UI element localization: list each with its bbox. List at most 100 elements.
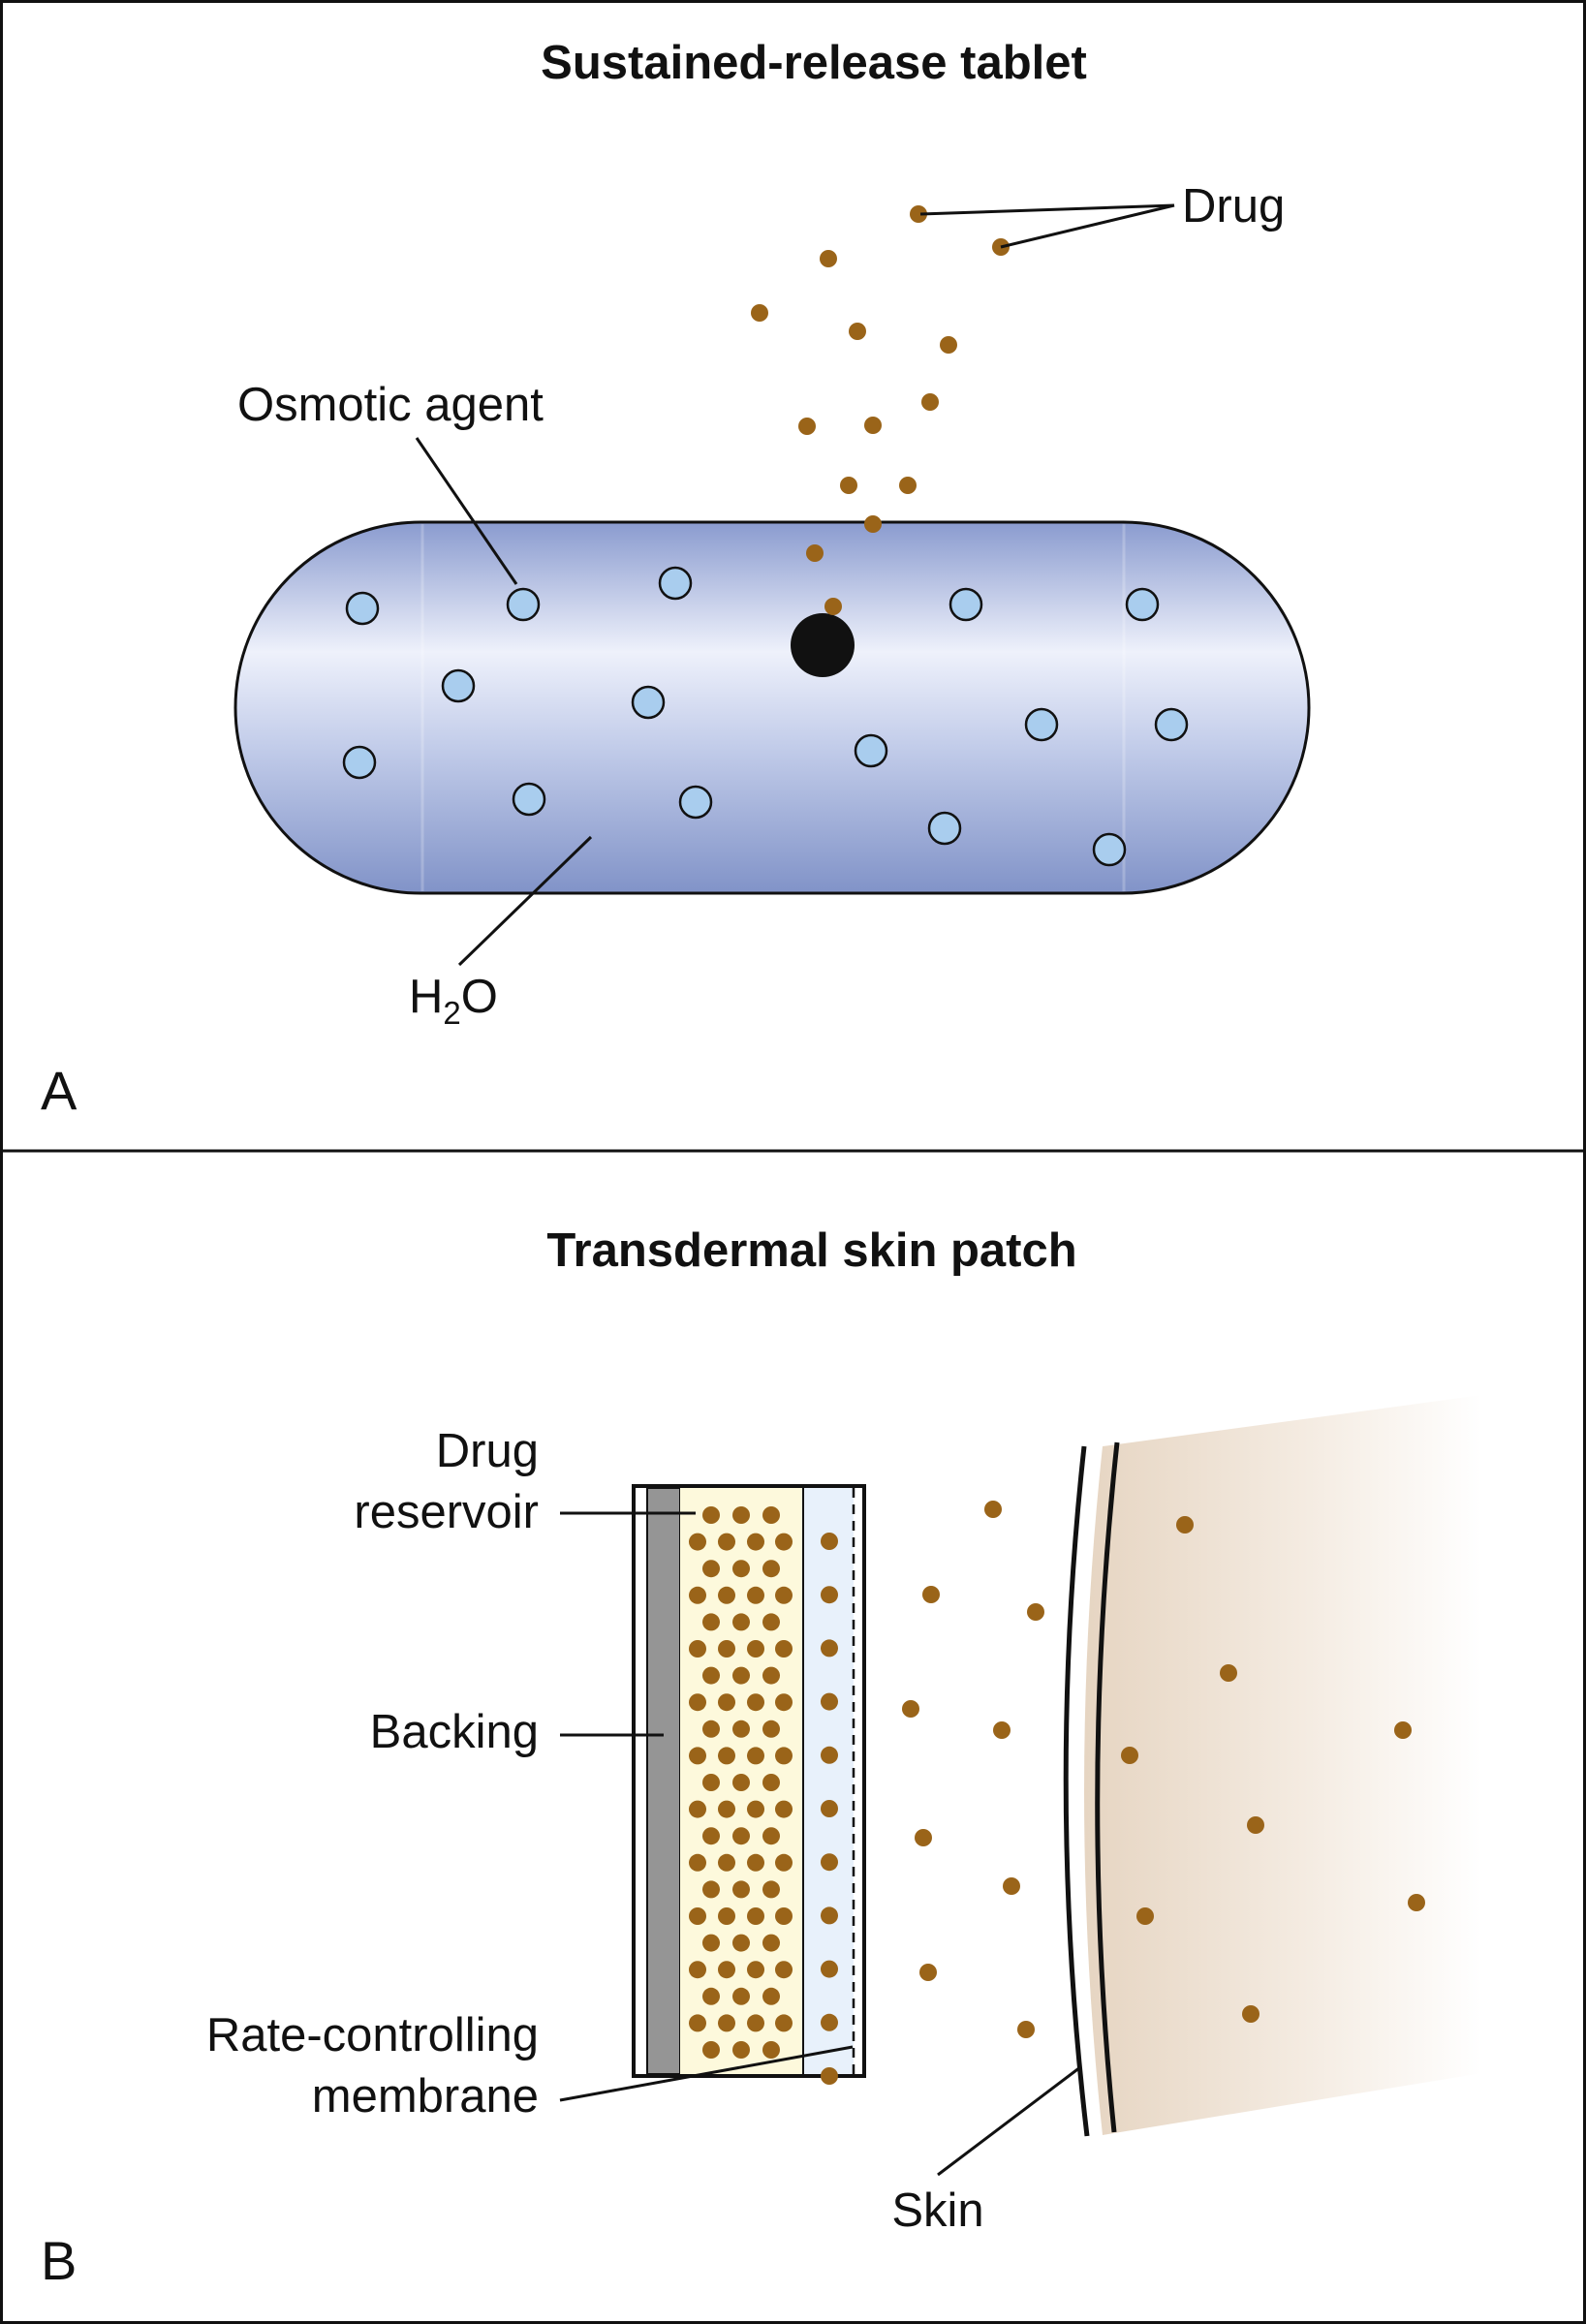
reservoir-drug-particle <box>775 1693 793 1712</box>
drug-particle <box>992 238 1010 256</box>
osmotic-agent-particle <box>1154 707 1189 742</box>
released-drug-particles-b <box>902 1501 1425 2038</box>
skin-inner-layer <box>1095 1441 1120 2133</box>
membrane-leader <box>559 2045 854 2102</box>
drug-particle <box>840 477 857 494</box>
drug-particle <box>915 1829 932 1846</box>
membrane-drug-particle <box>821 1853 838 1872</box>
reservoir-drug-particle <box>718 1907 735 1925</box>
reservoir-drug-particle <box>689 1533 706 1551</box>
drug-particle <box>1394 1721 1412 1739</box>
membrane-drug-particle <box>821 1746 838 1764</box>
skin-tissue <box>1084 1395 1482 2135</box>
reservoir-drug-particle <box>747 1586 764 1604</box>
osmotic-agent-particle <box>927 811 962 846</box>
drug-particle <box>1242 2005 1259 2023</box>
drug-leader-1 <box>919 203 1175 216</box>
osmotic-agent-particle <box>345 591 380 626</box>
drug-particle <box>864 417 882 434</box>
drug-particle <box>1017 2021 1035 2038</box>
reservoir-drug-particles <box>689 1506 838 2085</box>
reservoir-drug-particle <box>702 2041 720 2059</box>
membrane-drug-particle <box>821 1800 838 1817</box>
membrane-drug-particle <box>821 1639 838 1658</box>
reservoir-drug-particle <box>762 1506 780 1524</box>
reservoir-drug-particle <box>747 1800 764 1818</box>
osmotic-agent-label: Osmotic agent <box>237 379 544 431</box>
water-leader <box>457 835 593 967</box>
reservoir-drug-particle <box>689 1961 706 1979</box>
reservoir-drug-particle <box>702 1774 720 1791</box>
reservoir-drug-particle <box>702 1506 720 1524</box>
reservoir-drug-particle <box>775 1907 793 1925</box>
osmotic-agent-leader <box>415 437 518 585</box>
osmotic-agent-particle <box>678 785 713 820</box>
reservoir-drug-particle <box>775 1853 793 1872</box>
osmotic-agent-particle <box>441 668 476 703</box>
membrane-drug-particle <box>821 1906 838 1925</box>
patch-membrane-layer <box>804 1488 854 2074</box>
drug-particle <box>864 515 882 533</box>
osmotic-agent-particle <box>506 587 541 622</box>
osmotic-agent-particle <box>1125 587 1160 622</box>
reservoir-drug-particle <box>762 2041 780 2059</box>
drug-label-a: Drug <box>1182 180 1285 232</box>
reservoir-drug-particle <box>747 2014 764 2032</box>
backing-label: Backing <box>370 1706 539 1758</box>
reservoir-drug-particle <box>702 1666 720 1685</box>
panel-b-letter: B <box>41 2230 77 2291</box>
released-drug-particles-a <box>751 205 1010 615</box>
osmotic-agent-particle <box>512 782 546 817</box>
reservoir-drug-particle <box>702 1880 720 1899</box>
reservoir-drug-particle <box>689 1693 706 1712</box>
reservoir-drug-particle <box>689 1747 706 1765</box>
reservoir-drug-particle <box>689 1907 706 1925</box>
drug-particle <box>849 323 866 340</box>
skin <box>1063 1395 1482 2137</box>
drug-reservoir-label-2: reservoir <box>354 1486 539 1538</box>
reservoir-drug-particle <box>775 1800 793 1818</box>
drug-particle <box>751 304 768 322</box>
drug-particle <box>921 393 939 411</box>
reservoir-drug-particle <box>702 1827 720 1845</box>
reservoir-drug-particle <box>775 1961 793 1979</box>
osmotic-agent-particle <box>1024 707 1059 742</box>
membrane-label-1: Rate-controlling <box>206 2009 539 2061</box>
reservoir-drug-particle <box>718 2014 735 2032</box>
reservoir-drug-particle <box>775 2014 793 2032</box>
reservoir-drug-particle <box>747 1533 764 1551</box>
reservoir-drug-particle <box>718 1586 735 1604</box>
reservoir-drug-particle <box>718 1853 735 1872</box>
panel-a: Sustained-release tablet Drug Osmotic ag… <box>41 37 1311 1121</box>
drug-particle <box>1408 1894 1425 1911</box>
reservoir-drug-particle <box>702 1987 720 2005</box>
membrane-drug-particle <box>821 2067 838 2085</box>
tablet-body <box>233 520 1311 895</box>
reservoir-drug-particle <box>762 1987 780 2005</box>
reservoir-drug-particle <box>718 1747 735 1765</box>
reservoir-drug-particle <box>718 1800 735 1818</box>
reservoir-drug-particle <box>775 1747 793 1765</box>
drug-particle <box>1247 1816 1264 1834</box>
release-orifice <box>791 613 855 677</box>
reservoir-drug-particle <box>762 1720 780 1738</box>
reservoir-drug-particle <box>732 1666 750 1685</box>
reservoir-drug-particle <box>747 1853 764 1872</box>
drug-reservoir-label-1: Drug <box>436 1425 539 1477</box>
drug-particle <box>798 418 816 435</box>
reservoir-drug-particle <box>775 1586 793 1604</box>
membrane-drug-particle <box>821 1960 838 1978</box>
osmotic-agent-particle <box>948 587 983 622</box>
osmotic-agent-particle <box>342 745 377 780</box>
drug-particle <box>993 1721 1011 1739</box>
reservoir-drug-particle <box>762 1774 780 1791</box>
water-label: H2O <box>409 971 498 1031</box>
reservoir-drug-particle <box>732 1827 750 1845</box>
reservoir-drug-particle <box>747 1907 764 1925</box>
membrane-drug-particle <box>821 1586 838 1604</box>
membrane-label-2: membrane <box>312 2070 539 2123</box>
membrane-drug-particle <box>821 2013 838 2031</box>
osmotic-agent-particle <box>1092 832 1127 867</box>
reservoir-drug-particle <box>732 1613 750 1631</box>
